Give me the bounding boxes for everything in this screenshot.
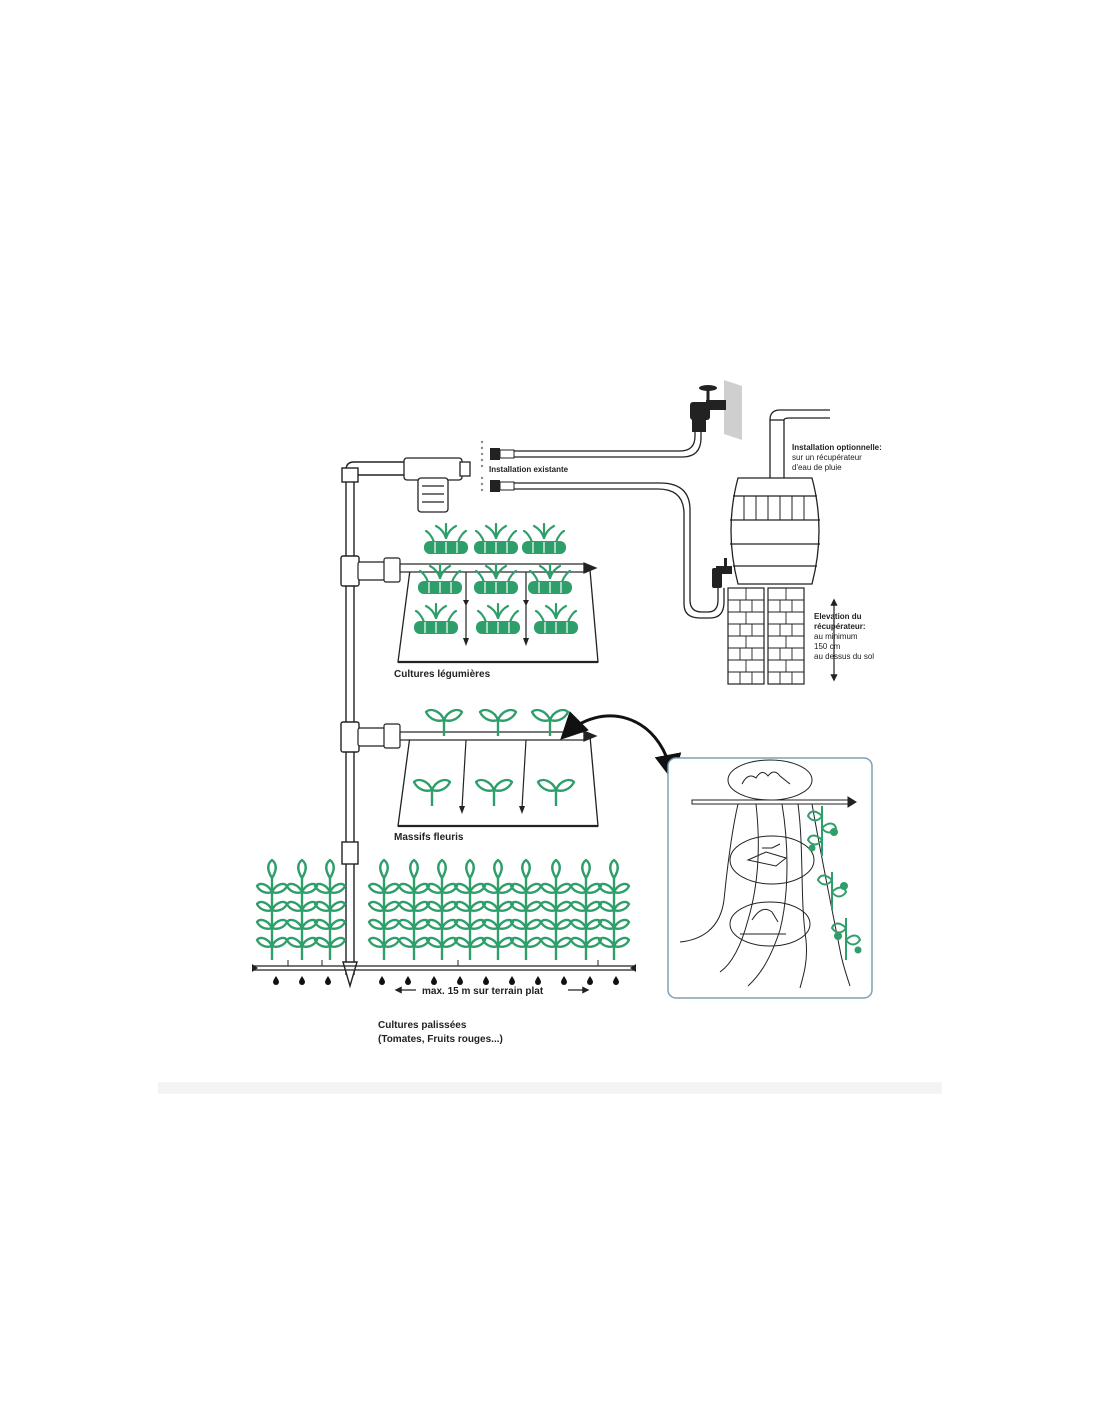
filter-icon [403,457,471,513]
label-cultures-legumieres: Cultures légumières [394,669,491,680]
brick-pillar-icon [727,587,805,685]
barrel-tap-icon [712,558,732,588]
curved-arrow-icon [560,711,682,782]
rain-barrel-icon [730,409,830,585]
hose-to-faucet [514,430,702,458]
existing-installation-connectors [480,440,515,492]
dripper-detail-inset [667,757,873,999]
drip-line [252,960,636,985]
label-elevation-line2: 150 cm [814,642,841,651]
climbing-plants-row [255,858,631,962]
flower-bed [357,708,599,828]
label-elevation-title2: récupérateur: [814,622,866,631]
label-cultures-palissees-detail: (Tomates, Fruits rouges...) [378,1034,503,1045]
label-elevation-line3: au dessus du sol [814,652,874,661]
label-optionnelle-line1: sur un récupérateur [792,453,862,462]
label-cultures-palissees: Cultures palissées [378,1020,467,1031]
hose-to-barrel [514,482,725,619]
label-elevation-title1: Elevation du [814,612,862,621]
label-installation-existante: Installation existante [489,465,569,474]
label-massifs-fleuris: Massifs fleuris [394,832,464,843]
vegetable-bed [357,522,599,664]
faucet-icon [690,380,742,440]
label-max-distance: max. 15 m sur terrain plat [422,986,544,997]
main-supply-pipe [340,461,410,989]
label-optionnelle-title: Installation optionnelle: [792,443,882,452]
label-optionnelle-line2: d'eau de pluie [792,463,842,472]
footer-band [158,1082,942,1094]
label-elevation-line1: au minimum [814,632,858,641]
drop-icon [273,976,619,985]
